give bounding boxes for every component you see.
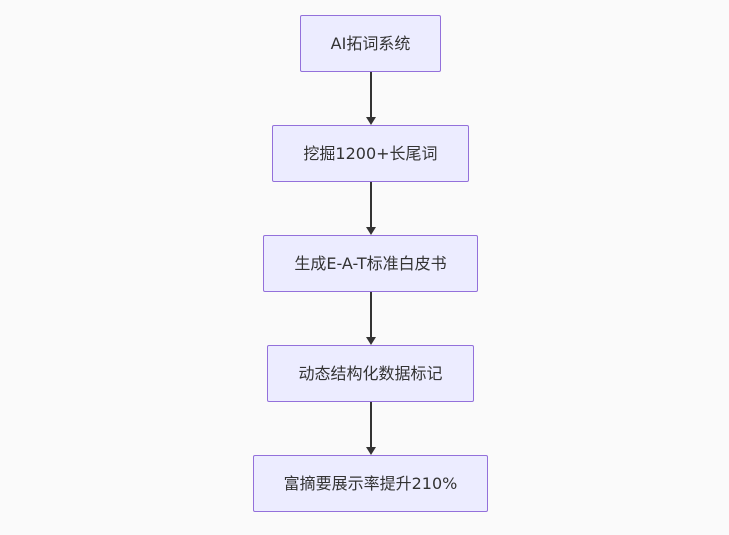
edge-a-to-b <box>365 72 376 125</box>
edge-line <box>369 72 372 118</box>
edge-line <box>369 182 372 228</box>
flow-node-eat-whitepaper: 生成E-A-T标准白皮书 <box>263 235 478 292</box>
flow-node-ai-expansion-system: AI拓词系统 <box>299 15 442 72</box>
flowchart-column: AI拓词系统 挖掘1200+长尾词 生成E-A-T标准白皮书 动态结构化数据标记… <box>6 15 729 512</box>
flow-node-rich-snippet-rate: 富摘要展示率提升210% <box>252 455 489 512</box>
edge-c-to-d <box>365 292 376 345</box>
edge-d-to-e <box>365 402 376 455</box>
arrowhead-down-icon <box>365 117 376 125</box>
arrowhead-down-icon <box>365 337 376 345</box>
flow-node-structured-data-markup: 动态结构化数据标记 <box>267 345 474 402</box>
edge-line <box>369 402 372 448</box>
arrowhead-down-icon <box>365 227 376 235</box>
edge-line <box>369 292 372 338</box>
flow-node-longtail-keywords: 挖掘1200+长尾词 <box>272 125 469 182</box>
arrowhead-down-icon <box>365 447 376 455</box>
edge-b-to-c <box>365 182 376 235</box>
